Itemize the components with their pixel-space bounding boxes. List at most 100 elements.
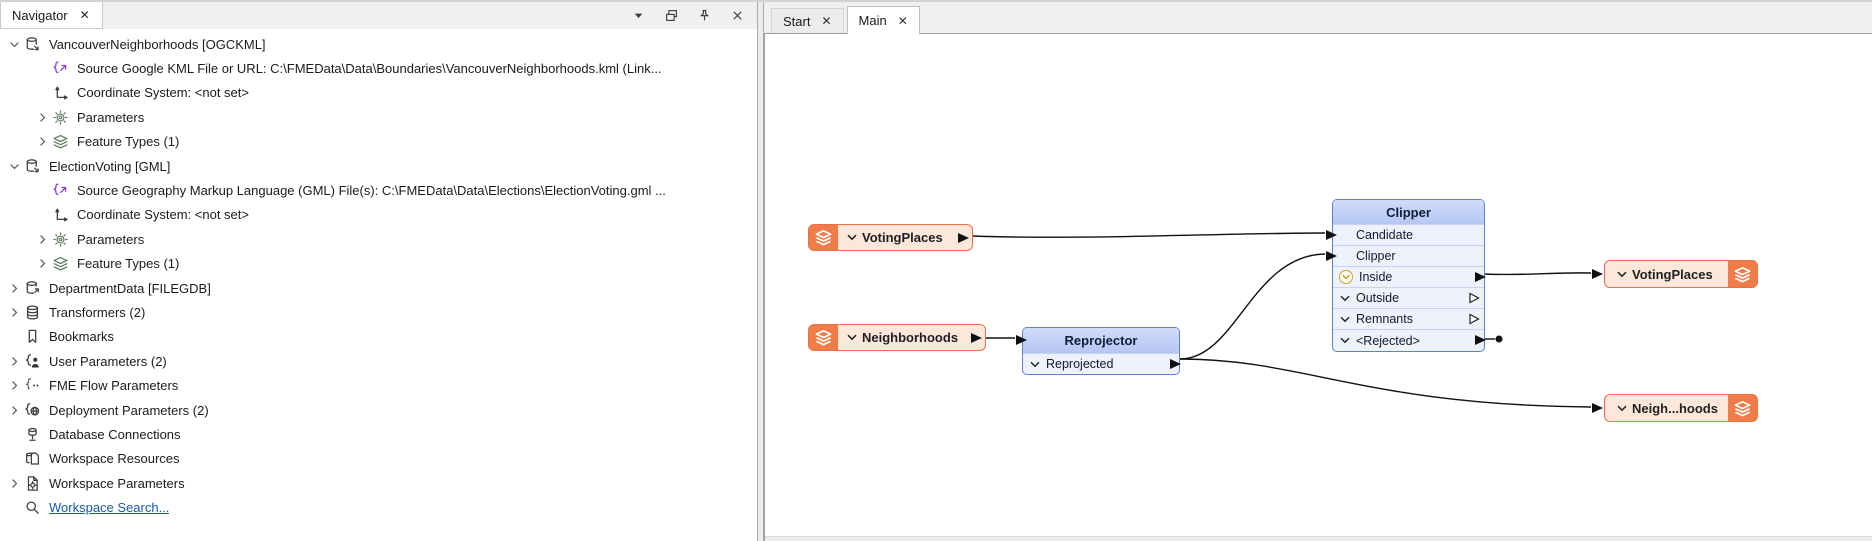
tree-item[interactable]: Workspace Search...	[0, 495, 757, 519]
output-port-arrow[interactable]	[1475, 335, 1486, 346]
input-port-arrow[interactable]	[1326, 229, 1337, 240]
tree-item[interactable]: Workspace Parameters	[0, 471, 757, 495]
tree-item[interactable]: Parameters	[0, 105, 757, 129]
tree-item[interactable]: VancouverNeighborhoods [OGCKML]	[0, 32, 757, 56]
tree-item-label[interactable]: Workspace Search...	[49, 500, 170, 516]
port-candidate[interactable]: Candidate	[1326, 224, 1484, 245]
chevron-down-icon[interactable]	[1339, 337, 1350, 344]
port-label: Reprojected	[1046, 357, 1114, 372]
input-port-arrow[interactable]	[1016, 335, 1027, 345]
tab-main-close-icon[interactable]: ✕	[897, 13, 908, 28]
horizontal-scrollbar[interactable]	[765, 536, 1872, 541]
chevron-down-icon[interactable]	[1029, 361, 1040, 368]
chevron-right-icon[interactable]	[5, 477, 23, 490]
tree-item-label: ElectionVoting [GML]	[49, 158, 171, 174]
node-neighborhoods-source[interactable]: Neighborhoods	[808, 324, 986, 351]
float-window-icon[interactable]	[663, 8, 679, 24]
tab-start[interactable]: Start ✕	[771, 8, 844, 33]
node-label: VotingPlaces	[862, 230, 943, 245]
chevron-down-icon[interactable]	[5, 38, 23, 51]
port-outside[interactable]: Outside	[1333, 287, 1484, 308]
pin-icon[interactable]	[696, 8, 712, 24]
user-params-icon	[23, 353, 42, 370]
chevron-right-icon[interactable]	[33, 257, 51, 270]
output-port-arrow[interactable]	[958, 232, 969, 243]
tree-item[interactable]: Transformers (2)	[0, 300, 757, 324]
navigator-close-icon[interactable]: ✕	[79, 8, 90, 22]
chevron-right-icon[interactable]	[33, 233, 51, 246]
chevron-right-icon[interactable]	[5, 379, 23, 392]
tree-item[interactable]: Parameters	[0, 227, 757, 251]
tab-start-close-icon[interactable]: ✕	[821, 14, 832, 28]
chevron-down-icon[interactable]	[5, 160, 23, 173]
tree-item-label: Workspace Resources	[49, 451, 180, 467]
filter-badge-icon	[1339, 270, 1353, 285]
bookmark-icon	[23, 328, 42, 345]
chevron-down-icon[interactable]	[847, 234, 857, 241]
port-rejected[interactable]: <Rejected>	[1333, 329, 1486, 350]
tree-item[interactable]: Source Geography Markup Language (GML) F…	[0, 178, 757, 202]
node-votingplaces-writer[interactable]: VotingPlaces	[1592, 260, 1758, 288]
writer-db-icon	[23, 280, 42, 297]
port-clipper[interactable]: Clipper	[1326, 245, 1484, 266]
close-icon[interactable]	[729, 8, 745, 24]
navigator-title: Navigator	[12, 7, 68, 23]
node-title: Reprojector	[1064, 333, 1138, 348]
node-neighborhoods-writer[interactable]: Neigh...hoods	[1592, 394, 1758, 422]
input-port-arrow[interactable]	[1592, 402, 1603, 413]
node-clipper[interactable]: Clipper Candidate Clipper Inside Outside	[1326, 199, 1486, 352]
tree-item[interactable]: Bookmarks	[0, 325, 757, 349]
chevron-down-icon[interactable]	[1617, 405, 1627, 412]
port-remnants[interactable]: Remnants	[1333, 308, 1484, 329]
ws-resources-icon	[23, 450, 42, 467]
braces-link-icon	[51, 60, 70, 77]
coordsys-icon	[51, 206, 70, 223]
tree-item[interactable]: DepartmentData [FILEGDB]	[0, 276, 757, 300]
output-port-arrow-hollow[interactable]	[1468, 292, 1480, 304]
reader-db-icon	[23, 158, 42, 175]
tree-item[interactable]: Feature Types (1)	[0, 130, 757, 154]
output-port-arrow[interactable]	[971, 332, 982, 343]
input-port-arrow[interactable]	[1592, 268, 1603, 279]
tree-item[interactable]: FME Flow Parameters	[0, 373, 757, 397]
chevron-right-icon[interactable]	[33, 135, 51, 148]
layers-icon	[51, 133, 70, 150]
tree-item[interactable]: Deployment Parameters (2)	[0, 398, 757, 422]
chevron-down-icon[interactable]	[1617, 271, 1627, 278]
layers-icon	[809, 225, 838, 250]
chevron-right-icon[interactable]	[33, 111, 51, 124]
tree-item[interactable]: User Parameters (2)	[0, 349, 757, 373]
tree-item[interactable]: Source Google KML File or URL: C:\FMEDat…	[0, 56, 757, 80]
gear-icon	[51, 109, 70, 126]
port-inside[interactable]: Inside	[1333, 266, 1486, 287]
chevron-right-icon[interactable]	[5, 282, 23, 295]
tree-item[interactable]: Coordinate System: <not set>	[0, 81, 757, 105]
node-reprojector[interactable]: Reprojector Reprojected	[1016, 327, 1181, 376]
chevron-down-icon[interactable]	[1339, 295, 1350, 302]
chevron-right-icon[interactable]	[5, 404, 23, 417]
chevron-right-icon[interactable]	[5, 306, 23, 319]
chevron-down-icon[interactable]	[847, 334, 857, 341]
node-label: Neighborhoods	[862, 330, 959, 345]
navigator-tab[interactable]: Navigator ✕	[0, 2, 103, 29]
tree-item[interactable]: Feature Types (1)	[0, 252, 757, 276]
output-port-arrow-hollow[interactable]	[1468, 313, 1480, 325]
chevron-right-icon[interactable]	[5, 355, 23, 368]
tree-item-label: Deployment Parameters (2)	[49, 402, 209, 418]
chevron-down-icon[interactable]	[630, 8, 646, 24]
output-port-arrow[interactable]	[1170, 358, 1181, 369]
tab-main[interactable]: Main ✕	[846, 6, 920, 34]
chevron-down-icon[interactable]	[1339, 316, 1350, 323]
output-port-arrow[interactable]	[1475, 271, 1486, 282]
document-tabbar: Start ✕ Main ✕	[764, 2, 1872, 34]
input-port-arrow[interactable]	[1326, 250, 1337, 261]
tree-item-label: User Parameters (2)	[49, 353, 167, 369]
tree-item[interactable]: Coordinate System: <not set>	[0, 203, 757, 227]
reader-db-icon	[23, 36, 42, 53]
tree-item[interactable]: Workspace Resources	[0, 447, 757, 471]
layers-icon	[51, 255, 70, 272]
tree-item[interactable]: Database Connections	[0, 422, 757, 446]
node-votingplaces-source[interactable]: VotingPlaces	[808, 224, 973, 251]
panel-splitter[interactable]	[757, 2, 764, 541]
tree-item[interactable]: ElectionVoting [GML]	[0, 154, 757, 178]
